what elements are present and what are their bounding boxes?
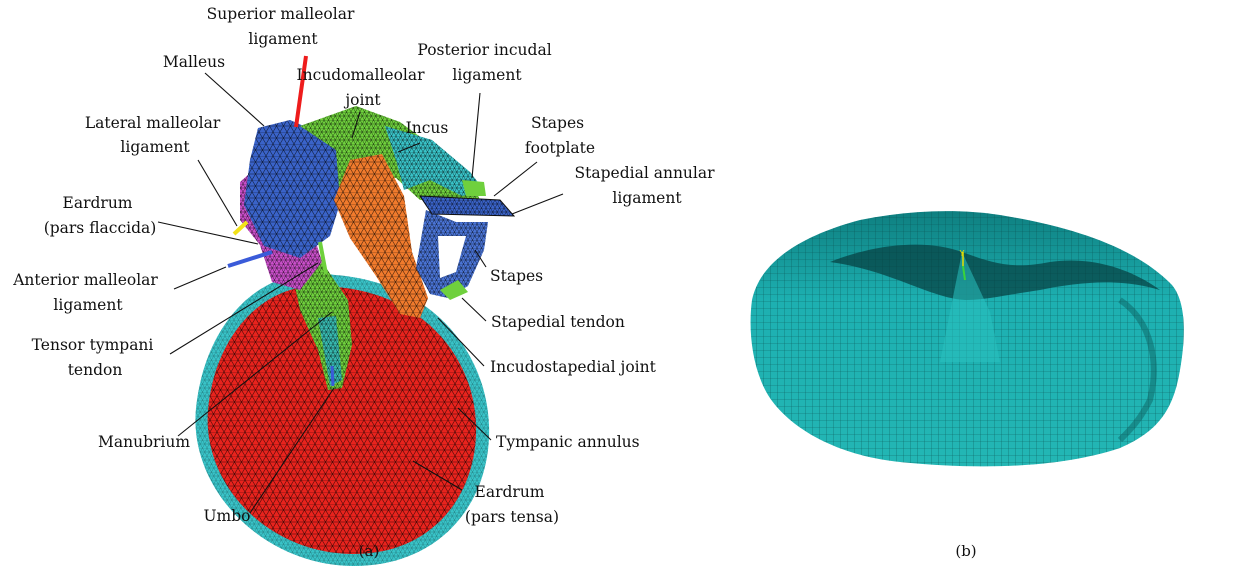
label-lateral-malleolar-ligament: Lateral malleolar ligament: [85, 114, 225, 156]
label-stapedial-annular-ligament: Stapedial annular ligament: [575, 164, 720, 207]
label-incus: Incus: [406, 119, 449, 137]
label-stapedial-tendon: Stapedial tendon: [491, 313, 625, 331]
label-eardrum-pars-tensa: Eardrum (pars tensa): [465, 483, 559, 526]
label-stapes: Stapes: [490, 267, 543, 285]
label-malleus: Malleus: [163, 53, 225, 71]
label-manubrium: Manubrium: [98, 433, 190, 451]
label-superior-malleolar-ligament: Superior malleolar ligament: [207, 5, 360, 48]
panel-b-mesh: Y (b): [751, 211, 1184, 560]
label-umbo: Umbo: [203, 507, 250, 525]
caption-panel-a: (a): [359, 542, 380, 560]
label-posterior-incudal-ligament: Posterior incudal ligament: [417, 41, 556, 84]
label-eardrum-pars-flaccida: Eardrum (pars flaccida): [44, 194, 157, 237]
label-tensor-tympani-tendon: Tensor tympani tendon: [32, 336, 159, 379]
label-incudostapedial-joint: Incudostapedial joint: [490, 358, 657, 376]
label-stapes-footplate: Stapes footplate: [525, 114, 595, 157]
label-incudomalleolar-joint: Incudomalleolar joint: [297, 66, 430, 109]
label-anterior-malleolar-ligament: Anterior malleolar ligament: [12, 271, 163, 314]
caption-panel-b: (b): [955, 542, 976, 560]
axis-marker-y: Y: [959, 249, 965, 258]
label-tympanic-annulus: Tympanic annulus: [496, 433, 640, 451]
panel-a-model: [195, 56, 514, 566]
